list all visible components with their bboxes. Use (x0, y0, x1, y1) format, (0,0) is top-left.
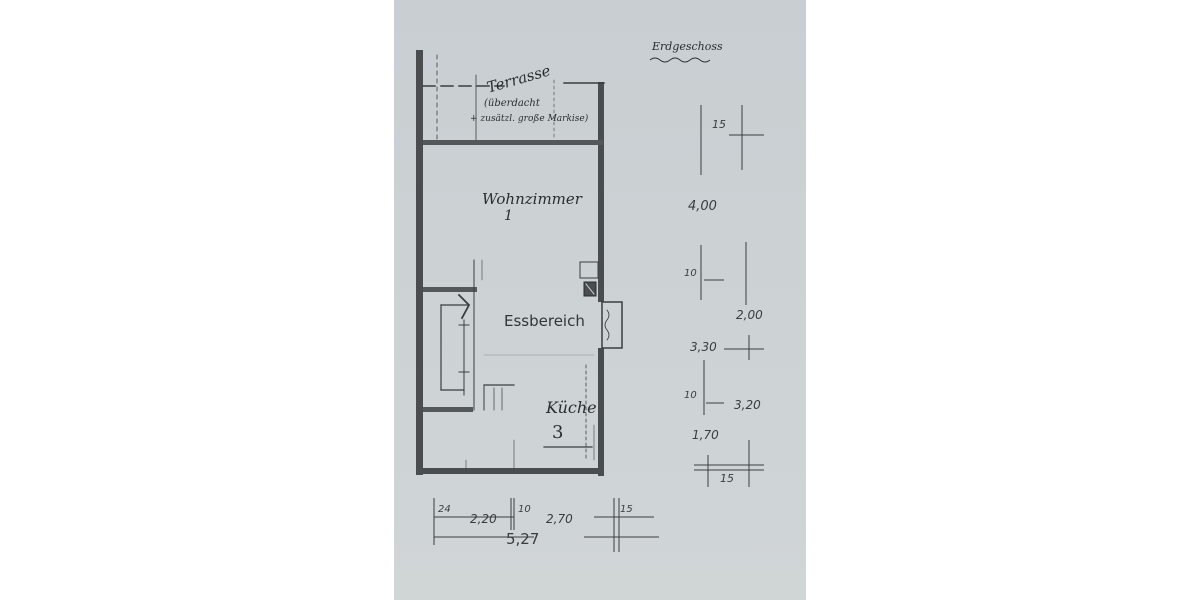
dim-right-330: 3,30 (690, 340, 717, 354)
dim-bottom-270: 2,70 (546, 512, 573, 526)
dim-bottom-10: 10 (518, 504, 531, 515)
dim-right-10-mid: 10 (684, 268, 697, 279)
dim-bottom-15: 15 (620, 504, 633, 515)
dim-bottom-24: 24 (438, 504, 451, 515)
dim-right-15-bottom: 15 (720, 472, 734, 485)
dim-right-400: 4,00 (688, 199, 717, 214)
dim-right-10-lower: 10 (684, 390, 697, 401)
floor-plan-photo: Erdgeschoss Terrasse (überdacht + zusätz… (394, 0, 806, 600)
dining-area-label: Essbereich (504, 312, 585, 330)
terrace-note-line1: (überdacht (484, 98, 540, 109)
kitchen-number: 3 (552, 422, 564, 443)
sheet-title: Erdgeschoss (652, 40, 723, 53)
living-room-number: 1 (504, 208, 513, 224)
living-room-label: Wohnzimmer (482, 190, 582, 208)
floor-plan-drawing (416, 50, 764, 552)
terrace-note-line2: + zusätzl. große Markise) (470, 114, 589, 124)
dim-bottom-220: 2,20 (470, 512, 497, 526)
dim-right-200: 2,00 (736, 308, 763, 322)
dim-right-320: 3,20 (734, 398, 761, 412)
dim-right-15-top: 15 (712, 118, 726, 131)
kitchen-label: Küche (546, 398, 597, 417)
dim-right-170: 1,70 (692, 428, 719, 442)
dim-bottom-total: 5,27 (506, 530, 540, 548)
